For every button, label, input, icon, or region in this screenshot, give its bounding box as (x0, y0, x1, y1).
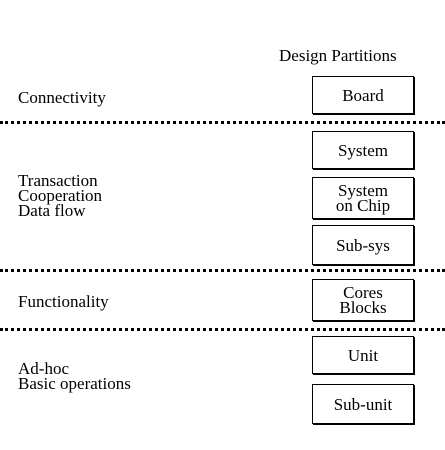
partition-box-board: Board (312, 76, 414, 114)
partition-box-sub-sys: Sub-sys (312, 225, 414, 265)
partition-box-unit: Unit (312, 336, 414, 374)
level-divider (0, 328, 445, 331)
level-label-transaction: Transaction Cooperation Data flow (18, 171, 103, 220)
partition-box-sub-unit: Sub-unit (312, 384, 414, 424)
level-label-functionality: Functionality (18, 292, 109, 311)
partition-box-system: System (312, 131, 414, 169)
level-label-adhoc: Ad-hoc Basic operations (18, 359, 131, 393)
design-partitions-header: Design Partitions (279, 46, 397, 65)
level-divider (0, 121, 445, 124)
level-divider (0, 269, 445, 272)
level-label-connectivity: Connectivity (18, 88, 106, 107)
partition-box-cores-blocks: Cores Blocks (312, 279, 414, 321)
partition-box-system-on-chip: System on Chip (312, 177, 414, 219)
